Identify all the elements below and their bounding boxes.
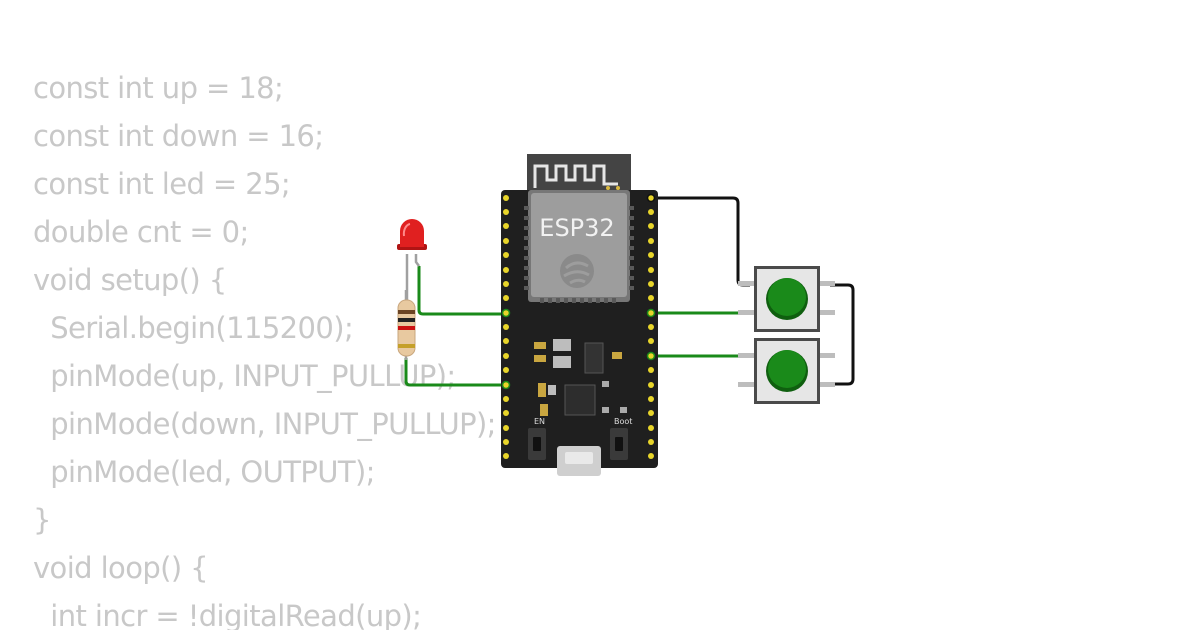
module-pads [524,206,634,303]
espressif-logo-icon [560,254,594,288]
resistor-band-1 [398,310,415,314]
esp32-board[interactable]: ESP32 [501,154,658,476]
wifi-antenna-icon [533,164,618,188]
led-anode-leg [414,254,420,267]
usb-port-icon [557,446,601,476]
board-components [534,339,627,416]
wire-gnd-to-up-button [651,196,750,287]
code-line: } [33,503,51,537]
pushbutton-up[interactable] [738,266,835,332]
resistor-band-4 [398,344,415,348]
board-label: ESP32 [539,214,614,242]
code-line: void setup() { [33,263,227,297]
boot-button[interactable] [610,428,628,460]
code-line: pinMode(led, OUTPUT); [33,455,375,489]
code-line: int incr = !digitalRead(up); [33,599,422,630]
wire-resistor-to-gnd [404,358,506,387]
module-shield [531,193,627,297]
resistor [397,290,416,360]
code-line: double cnt = 0; [33,215,249,249]
code-line: pinMode(down, INPUT_PULLUP); [33,407,496,441]
resistor-band-2 [398,318,415,322]
wire-button-to-button [830,283,855,386]
boot-label: Boot [614,417,632,426]
pushbutton-down[interactable] [738,338,835,404]
led-highlight [402,223,411,237]
code-line: const int up = 18; [33,71,284,105]
button-cap [768,278,806,316]
code-line: const int down = 16; [33,119,324,153]
resistor-band-3 [398,326,415,330]
wire-led-to-pin [417,266,506,316]
code-line: const int led = 25; [33,167,291,201]
code-line: Serial.begin(115200); [33,311,354,345]
code-line: pinMode(up, INPUT_PULLUP); [33,359,456,393]
right-header-pins[interactable] [648,195,654,459]
code-line: void loop() { [33,551,209,585]
code-snippet: const int up = 18; const int down = 16; co… [33,64,496,630]
en-label: EN [534,417,545,426]
left-header-pins[interactable] [503,195,509,459]
en-button[interactable] [528,428,546,460]
led[interactable] [397,219,427,300]
button-cap [768,350,806,388]
